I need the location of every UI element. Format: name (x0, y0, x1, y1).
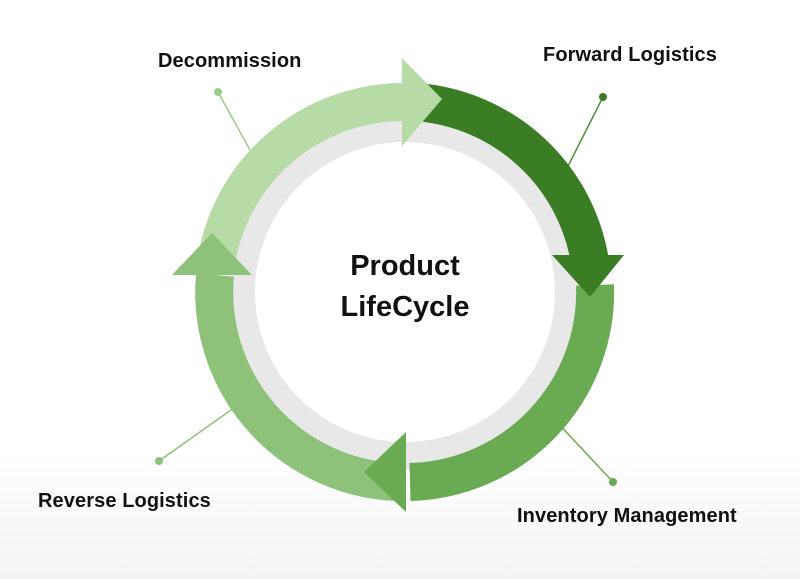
connector-forward (561, 93, 607, 179)
center-title: Product LifeCycle (305, 246, 505, 328)
arc-reverse (195, 273, 399, 501)
arc-inventory (409, 284, 615, 501)
arc-forward (413, 83, 609, 266)
label-forward-logistics: Forward Logistics (543, 44, 717, 66)
arrowhead-top (402, 58, 442, 146)
label-inventory-management: Inventory Management (517, 505, 737, 527)
label-decommission: Decommission (158, 50, 302, 72)
arrowhead-left (172, 233, 252, 275)
connector-reverse (155, 404, 239, 465)
arrowhead-bottom (364, 432, 406, 512)
label-reverse-logistics: Reverse Logistics (38, 490, 211, 512)
arrowhead-right (552, 255, 624, 297)
connector-inventory (554, 419, 617, 486)
center-title-line-2: LifeCycle (340, 291, 470, 323)
arc-decommission (196, 82, 406, 273)
center-title-line-1: Product (350, 250, 460, 282)
inner-white-disc (255, 142, 555, 442)
connector-decommission (214, 88, 251, 151)
